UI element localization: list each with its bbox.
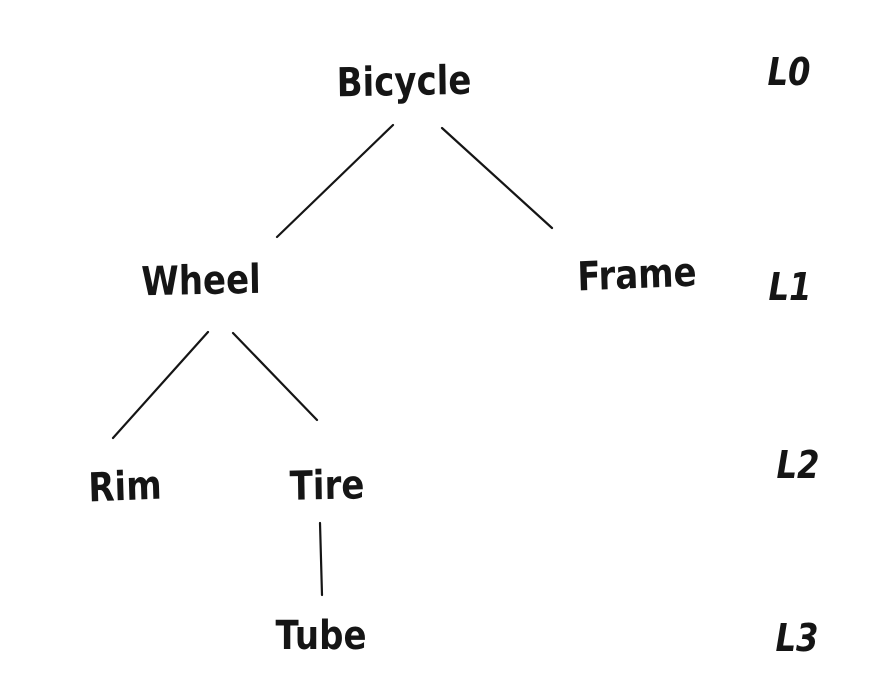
node-wheel: Wheel — [140, 256, 262, 306]
node-rim: Rim — [87, 462, 163, 512]
edge-bicycle-wheel — [275, 123, 395, 239]
edge-tire-tube — [318, 521, 324, 597]
level-label-l1: L1 — [768, 265, 812, 309]
node-bicycle: Bicycle — [336, 57, 472, 107]
level-label-l0: L0 — [767, 50, 811, 94]
level-label-l3: L3 — [775, 616, 819, 660]
node-tube: Tube — [275, 613, 367, 659]
edge-bicycle-frame — [440, 126, 554, 230]
edge-wheel-tire — [231, 331, 319, 422]
edge-wheel-rim — [111, 330, 210, 440]
level-label-l2: L2 — [776, 443, 820, 487]
node-tire: Tire — [289, 462, 365, 510]
node-frame: Frame — [576, 249, 698, 301]
